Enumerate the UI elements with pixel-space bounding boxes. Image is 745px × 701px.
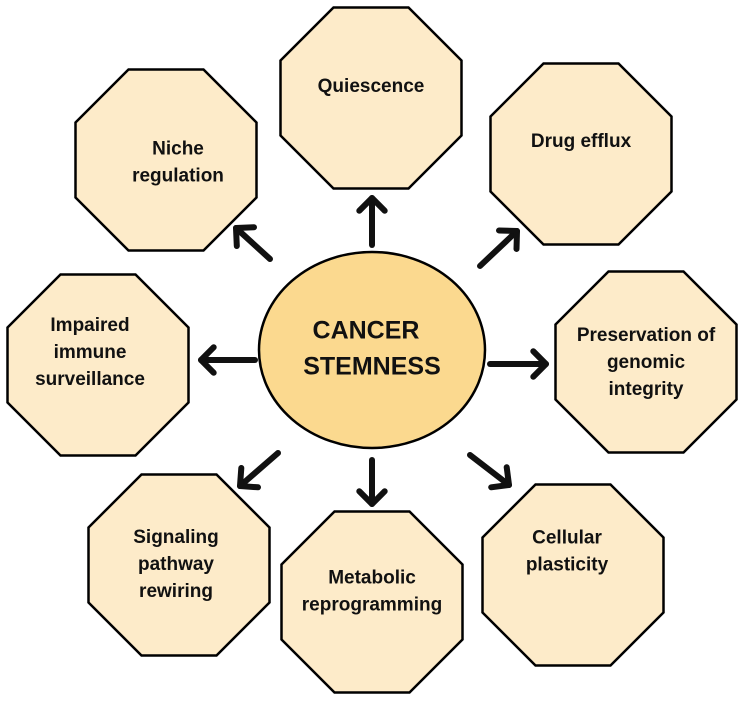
arrow-to-preservation-of-genomic-integrity <box>487 348 549 380</box>
label-signaling-pathway-rewiring-line-1: Signaling <box>133 527 219 548</box>
label-cellular-plasticity-line-2: plasticity <box>526 555 609 576</box>
label-signaling-pathway-rewiring-line-2: pathway <box>138 554 214 575</box>
label-impaired-immune-surveillance-line-1: Impaired <box>50 315 129 336</box>
label-quiescence-line-1: Quiescence <box>318 76 425 97</box>
label-cellular-plasticity-line-1: Cellular <box>532 528 602 549</box>
label-niche-regulation-line-2: regulation <box>132 166 224 187</box>
center-node: CANCER STEMNESS <box>257 250 487 450</box>
octagon-preservation-of-genomic-integrity <box>554 270 738 454</box>
octagon-niche-regulation <box>74 68 258 252</box>
octagon-metabolic-reprogramming <box>280 510 464 694</box>
label-metabolic-reprogramming-line-1: Metabolic <box>328 568 416 589</box>
label-signaling-pathway-rewiring-line-3: rewiring <box>139 581 213 602</box>
octagon-signaling-pathway-rewiring <box>87 473 271 657</box>
node-metabolic-reprogramming: Metabolic reprogramming <box>280 510 464 694</box>
center-ellipse <box>257 250 487 450</box>
octagon-drug-efflux <box>489 62 673 246</box>
label-drug-efflux-line-1: Drug efflux <box>531 131 632 152</box>
arrow-to-niche-regulation <box>233 224 273 262</box>
octagon-quiescence <box>279 6 463 190</box>
octagon-impaired-immune-surveillance <box>6 273 190 457</box>
arrow-to-metabolic-reprogramming <box>356 457 388 507</box>
label-niche-regulation-line-1: Niche <box>152 139 204 160</box>
arrow-to-signaling-pathway-rewiring <box>237 450 281 491</box>
arrow-to-impaired-immune-surveillance <box>198 344 258 376</box>
label-impaired-immune-surveillance-line-3: surveillance <box>35 369 145 390</box>
arrows-layer <box>198 195 549 507</box>
node-cellular-plasticity: Cellular plasticity <box>481 483 665 667</box>
label-impaired-immune-surveillance-line-2: immune <box>54 342 127 363</box>
label-preservation-of-genomic-integrity-line-3: integrity <box>609 379 684 400</box>
label-preservation-of-genomic-integrity-line-1: Preservation of <box>577 325 716 346</box>
node-impaired-immune-surveillance: Impaired immune surveillance <box>6 273 190 457</box>
center-label-line-2: STEMNESS <box>303 353 441 381</box>
arrow-to-quiescence <box>356 195 388 248</box>
node-preservation-of-genomic-integrity: Preservation of genomic integrity <box>554 270 738 454</box>
arrow-to-drug-efflux <box>477 227 520 269</box>
node-niche-regulation: Niche regulation <box>74 68 258 252</box>
node-drug-efflux: Drug efflux <box>489 62 673 246</box>
octagon-cellular-plasticity <box>481 483 665 667</box>
node-signaling-pathway-rewiring: Signaling pathway rewiring <box>87 473 271 657</box>
arrow-to-cellular-plasticity <box>467 452 512 491</box>
node-quiescence: Quiescence <box>279 6 463 190</box>
label-preservation-of-genomic-integrity-line-2: genomic <box>607 352 686 373</box>
label-metabolic-reprogramming-line-2: reprogramming <box>302 595 442 616</box>
center-label-line-1: CANCER <box>313 317 420 345</box>
